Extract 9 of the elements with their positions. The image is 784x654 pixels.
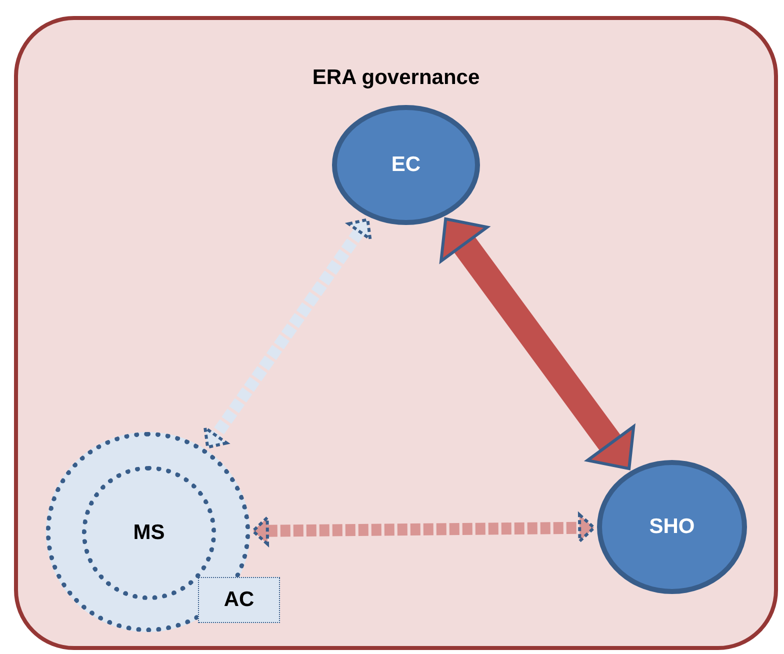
double-arrow bbox=[440, 217, 636, 470]
panel-heading: ERA governance bbox=[311, 66, 481, 90]
double-arrow bbox=[204, 218, 372, 449]
governance-panel bbox=[14, 16, 778, 650]
entity-circle: SHO bbox=[597, 460, 747, 594]
entity-circle: EC bbox=[332, 105, 480, 225]
double-arrow bbox=[252, 513, 596, 546]
entity-box: AC bbox=[198, 577, 280, 623]
entity-circle: MS bbox=[82, 466, 216, 600]
